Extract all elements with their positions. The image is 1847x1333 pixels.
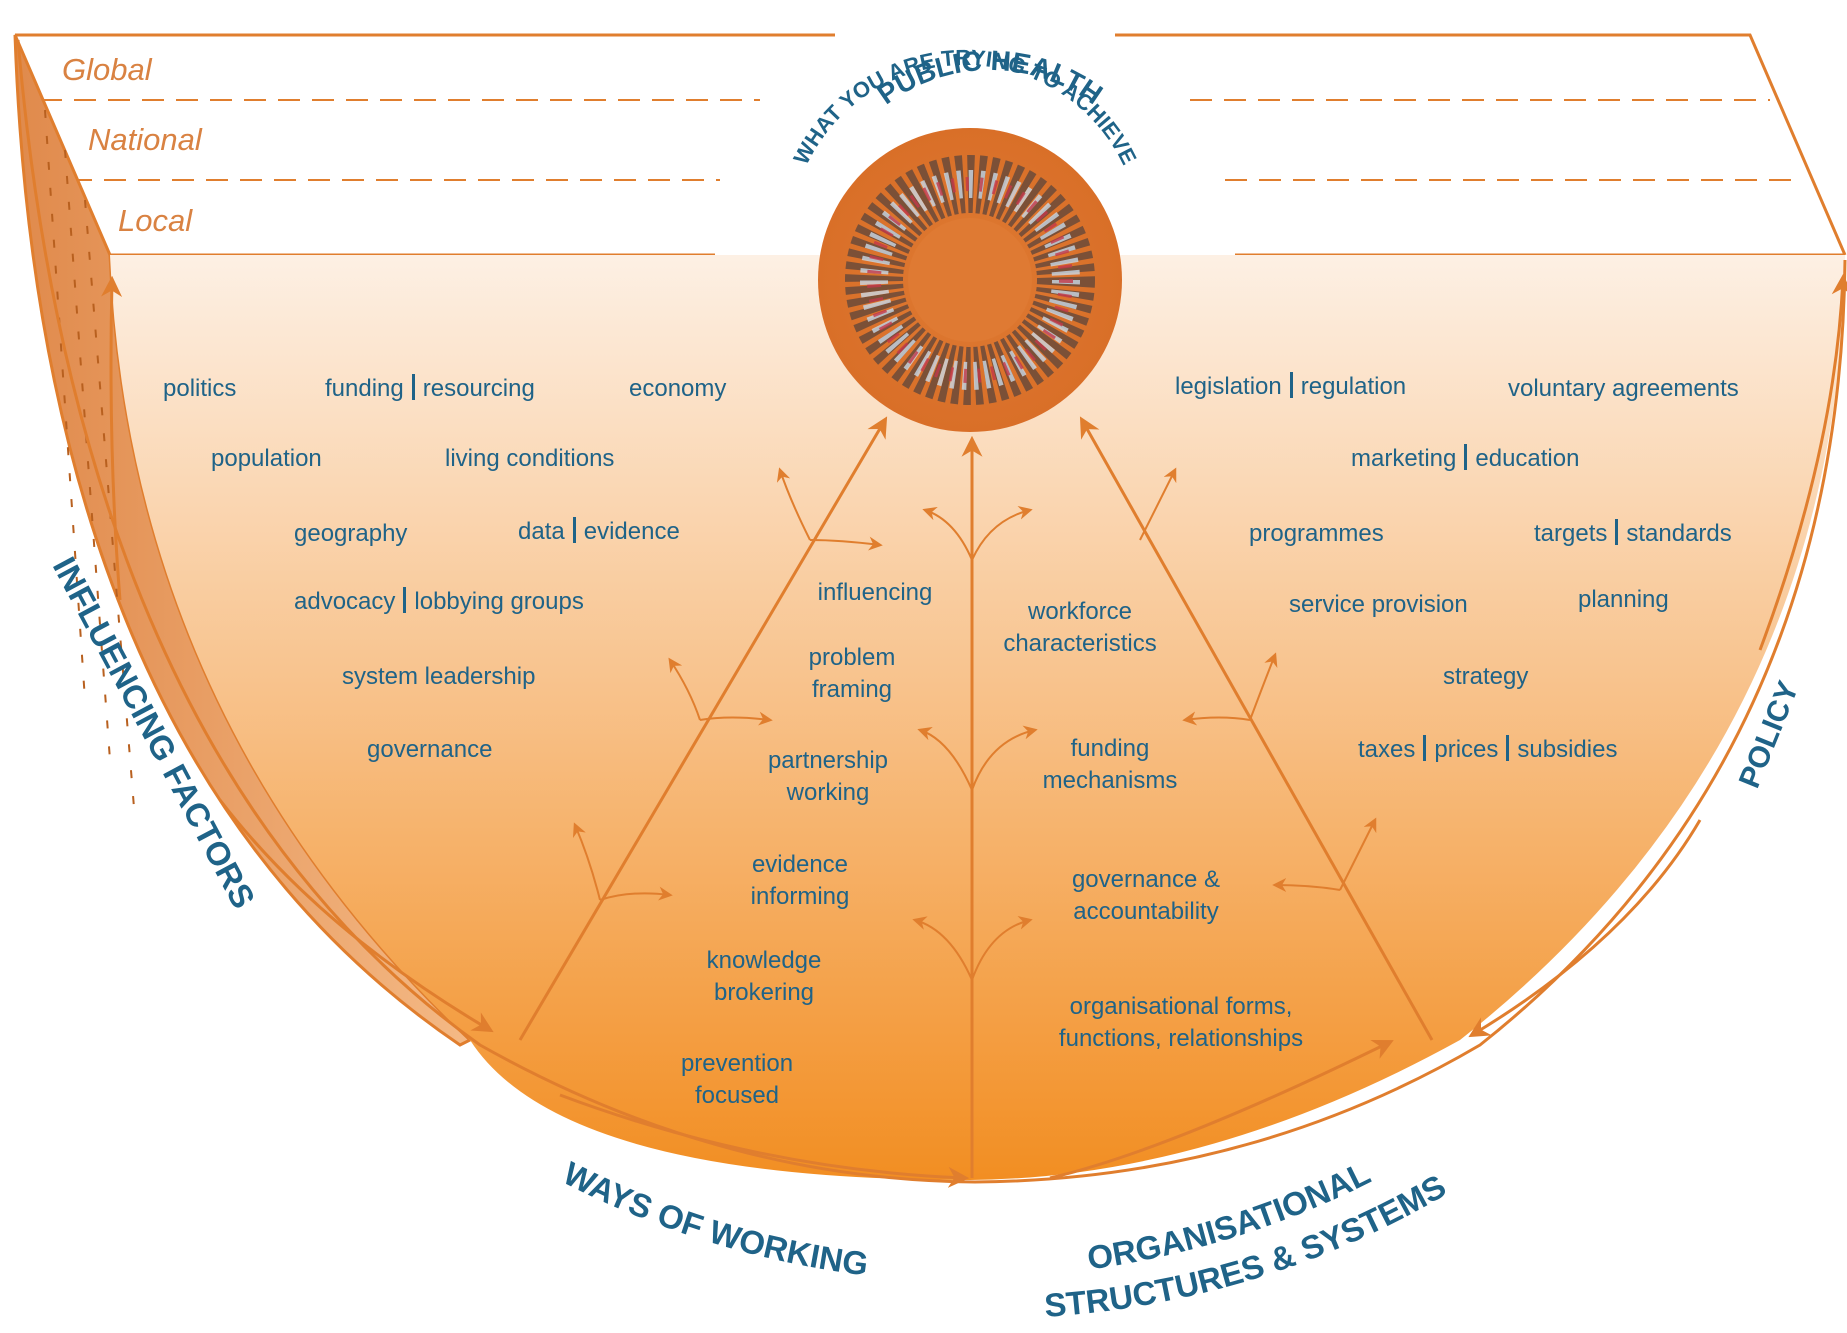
policy-subsidies: subsidies: [1517, 736, 1618, 763]
separator-bar: [1423, 735, 1427, 761]
arrow-ways: [518, 416, 888, 1041]
way-influencing: influencing: [817, 579, 933, 606]
policy-marketing-education: marketing education: [1351, 443, 1579, 475]
org-workforce-characteristics: workforce characteristics: [1003, 596, 1156, 659]
way-partnership-line2: working: [786, 778, 870, 806]
policy-standards: standards: [1626, 520, 1732, 547]
policy-education: education: [1475, 445, 1580, 472]
level-global: Global: [62, 52, 152, 87]
factor-politics: politics: [163, 375, 237, 402]
org-funding-line1: funding: [1070, 735, 1150, 762]
way-problem-line1: problem: [808, 644, 896, 671]
policy-service-provision: service provision: [1289, 591, 1468, 618]
separator-bar: [1289, 372, 1293, 398]
factor-evidence: evidence: [583, 518, 680, 545]
org-governance-accountability: governance & accountability: [1072, 864, 1220, 927]
org-forms-line1: organisational forms,: [1069, 993, 1293, 1020]
org-forms-functions: organisational forms, functions, relation…: [1059, 991, 1303, 1054]
factor-data-evidence: data evidence: [518, 516, 680, 548]
factor-data: data: [518, 518, 565, 545]
org-governance-line1: governance &: [1071, 866, 1221, 893]
org-forms-line2: functions, relationships: [1058, 1024, 1304, 1052]
left-up-arrow: [101, 275, 123, 601]
branch-tendrils: [572, 467, 1377, 981]
factor-system-leadership: system leadership: [342, 663, 536, 690]
policy-legislation: legislation: [1175, 373, 1282, 400]
ways-right-arrow: [559, 1093, 970, 1188]
factor-advocacy-lobbying: advocacy lobbying groups: [294, 586, 584, 618]
factor-funding: funding: [325, 375, 404, 402]
factor-resourcing: resourcing: [422, 375, 535, 402]
policy-legislation-regulation: legislation regulation: [1175, 371, 1406, 403]
org-funding-line2: mechanisms: [1042, 766, 1178, 794]
separator-bar: [411, 374, 415, 400]
factor-geography: geography: [294, 520, 408, 547]
outer-arrows: [101, 273, 1847, 1188]
org-workforce-line1: workforce: [1027, 598, 1133, 625]
way-knowledge-brokering: knowledge brokering: [707, 945, 822, 1008]
arrow-org: [1079, 416, 1434, 1041]
separator-bar: [572, 517, 576, 543]
way-prevention-line1: prevention: [680, 1050, 794, 1077]
way-prevention-line2: focused: [694, 1081, 780, 1109]
way-partnership-working: partnership working: [768, 745, 888, 808]
policy-programmes: programmes: [1249, 520, 1384, 547]
bowl-shape: [110, 255, 1845, 1180]
policy-strategy: strategy: [1443, 663, 1529, 690]
policy-marketing: marketing: [1351, 445, 1457, 472]
policy-planning: planning: [1578, 586, 1669, 613]
way-evidence-line1: evidence: [751, 851, 849, 878]
way-knowledge-line2: brokering: [713, 978, 815, 1006]
way-problem-line2: framing: [811, 675, 893, 703]
factor-population: population: [211, 445, 322, 472]
level-national: National: [88, 122, 202, 157]
policy-targets-standards: targets standards: [1534, 518, 1732, 550]
policy-taxes: taxes: [1358, 736, 1416, 763]
global-top-line: [15, 33, 1847, 256]
factor-economy: economy: [629, 375, 727, 402]
separator-bar: [1506, 735, 1510, 761]
policy-regulation: regulation: [1300, 373, 1407, 400]
factor-advocacy: advocacy: [294, 588, 396, 615]
org-funding-mechanisms: funding mechanisms: [1043, 733, 1178, 796]
policy-taxes-prices-subsidies: taxes prices subsidies: [1358, 734, 1617, 766]
org-governance-line2: accountability: [1073, 897, 1219, 925]
separator-bar: [403, 587, 407, 613]
right-down-arrow: [1468, 819, 1702, 1038]
org-left-arrow: [1049, 1039, 1394, 1180]
factor-funding-resourcing: funding resourcing: [325, 373, 535, 405]
policy-targets: targets: [1534, 520, 1608, 547]
way-partnership-line1: partnership: [767, 747, 889, 774]
way-evidence-line2: informing: [750, 882, 850, 910]
policy-prices: prices: [1434, 736, 1499, 763]
level-local: Local: [118, 203, 193, 238]
way-problem-framing: problem framing: [809, 642, 896, 705]
central-coin: [818, 128, 1122, 432]
way-evidence-informing: evidence informing: [751, 849, 850, 912]
policy-voluntary-agreements: voluntary agreements: [1508, 375, 1739, 402]
left-down-arrow: [218, 799, 494, 1033]
separator-bar: [1615, 519, 1619, 545]
separator-bar: [1464, 444, 1468, 470]
factor-living-conditions: living conditions: [445, 445, 615, 472]
way-knowledge-line1: knowledge: [706, 947, 822, 974]
main-arrows: [518, 416, 1434, 1178]
way-prevention-focused: prevention focused: [681, 1048, 793, 1111]
factor-governance: governance: [367, 736, 493, 763]
right-up-arrow: [1758, 273, 1847, 651]
factor-lobbying: lobbying groups: [414, 588, 584, 615]
org-workforce-line2: characteristics: [1003, 629, 1157, 657]
